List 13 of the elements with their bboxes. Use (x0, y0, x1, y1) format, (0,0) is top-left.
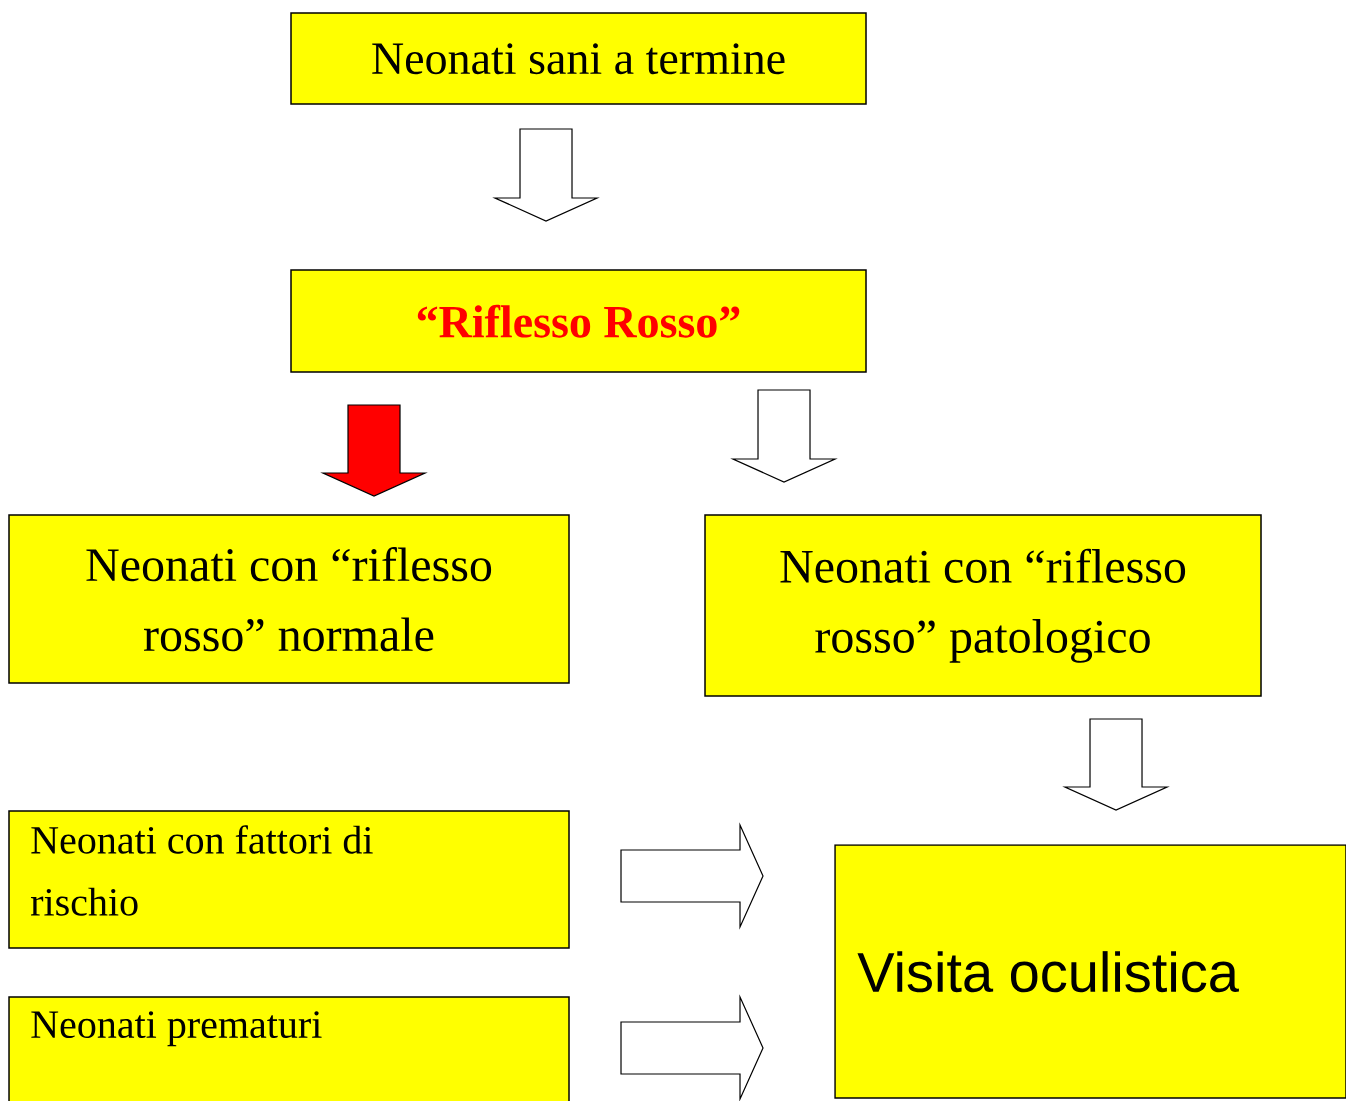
block-arrow (620, 822, 764, 930)
process-box: Visita oculistica (834, 844, 1346, 1099)
process-box: Neonati sani a termine (290, 12, 867, 105)
block-arrow (492, 128, 600, 222)
process-box: “Riflesso Rosso” (290, 269, 867, 373)
process-box: Neonati con “riflesso rosso” patologico (704, 514, 1262, 697)
block-arrow (1062, 718, 1170, 811)
block-arrow (320, 404, 428, 497)
process-box: Neonati con fattori di rischio (8, 810, 570, 949)
process-box: Neonati con “riflesso rosso” normale (8, 514, 570, 684)
process-box: Neonati prematuri (8, 996, 570, 1101)
block-arrow (730, 389, 838, 483)
block-arrow (620, 994, 764, 1101)
